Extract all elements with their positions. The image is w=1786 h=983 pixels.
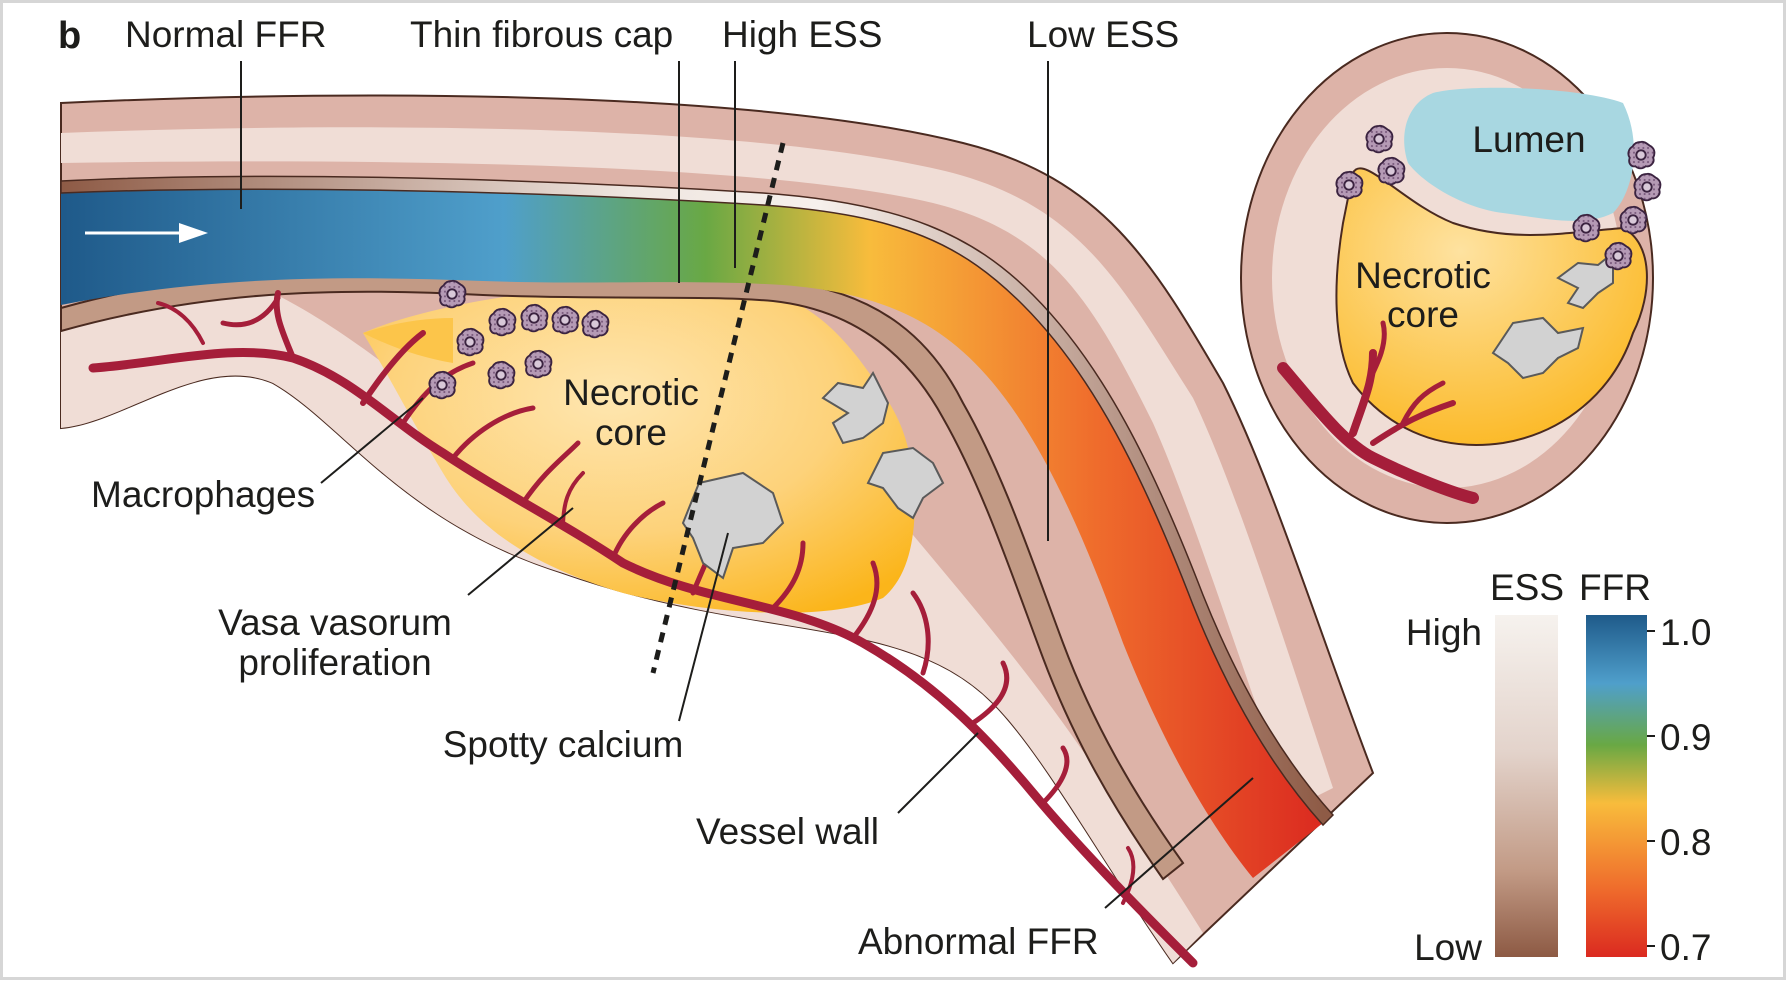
label-vasa-vasorum-2: proliferation (238, 642, 431, 683)
cross-section-core-label: core (1387, 294, 1459, 335)
cross-section-lumen-label: Lumen (1472, 119, 1585, 160)
label-normal-ffr: Normal FFR (125, 14, 326, 55)
legend-ffr-tick-label: 0.9 (1660, 717, 1711, 758)
legend-ess-title: ESS (1490, 567, 1564, 608)
macrophage (488, 362, 514, 389)
macrophage (429, 372, 455, 399)
macrophage (1628, 142, 1654, 169)
macrophage (552, 307, 578, 334)
label-low-ess: Low ESS (1027, 14, 1179, 55)
label-vasa-vasorum: Vasa vasorum (218, 602, 452, 643)
legend-ffr-bar (1586, 615, 1647, 957)
legend-ess-bar (1495, 615, 1558, 957)
label-abnormal-ffr: Abnormal FFR (858, 921, 1099, 962)
label-necrotic-core-2: core (595, 412, 667, 453)
legend-ffr-ticks: 1.0 0.9 0.8 0.7 (1647, 612, 1711, 968)
label-necrotic-core: Necrotic (563, 372, 699, 413)
legend-ffr-tick-label: 0.8 (1660, 822, 1711, 863)
cross-section-necrotic-label: Necrotic (1355, 255, 1491, 296)
legend-ffr-tick-label: 1.0 (1660, 612, 1711, 653)
macrophage (439, 281, 465, 308)
macrophage (582, 311, 608, 338)
label-thin-fibrous-cap: Thin fibrous cap (410, 14, 673, 55)
macrophage (525, 351, 551, 378)
macrophage (1620, 207, 1646, 234)
panel-letter: b (58, 15, 81, 57)
legend-ess-low: Low (1414, 927, 1482, 968)
cross-section: Lumen Necrotic core (1241, 33, 1660, 523)
label-macrophages: Macrophages (91, 474, 315, 515)
legend-ess-high: High (1406, 612, 1482, 653)
macrophage (489, 309, 515, 336)
macrophage (1378, 158, 1404, 185)
macrophage (1573, 215, 1599, 242)
legend-ffr-tick-label: 0.7 (1660, 927, 1711, 968)
legend: ESS FFR High Low 1.0 0.9 0.8 0.7 (1406, 567, 1712, 968)
label-high-ess: High ESS (722, 14, 882, 55)
legend-ffr-title: FFR (1579, 567, 1651, 608)
macrophage (457, 329, 483, 356)
macrophage (1634, 174, 1660, 201)
label-vessel-wall: Vessel wall (696, 811, 879, 852)
macrophage (1605, 243, 1631, 270)
diagram-svg: Lumen Necrotic core b Normal FFR Thin fi… (3, 3, 1786, 983)
macrophage (1366, 126, 1392, 153)
label-spotty-calcium: Spotty calcium (443, 724, 684, 765)
macrophage (1336, 172, 1362, 199)
macrophage (521, 305, 547, 332)
